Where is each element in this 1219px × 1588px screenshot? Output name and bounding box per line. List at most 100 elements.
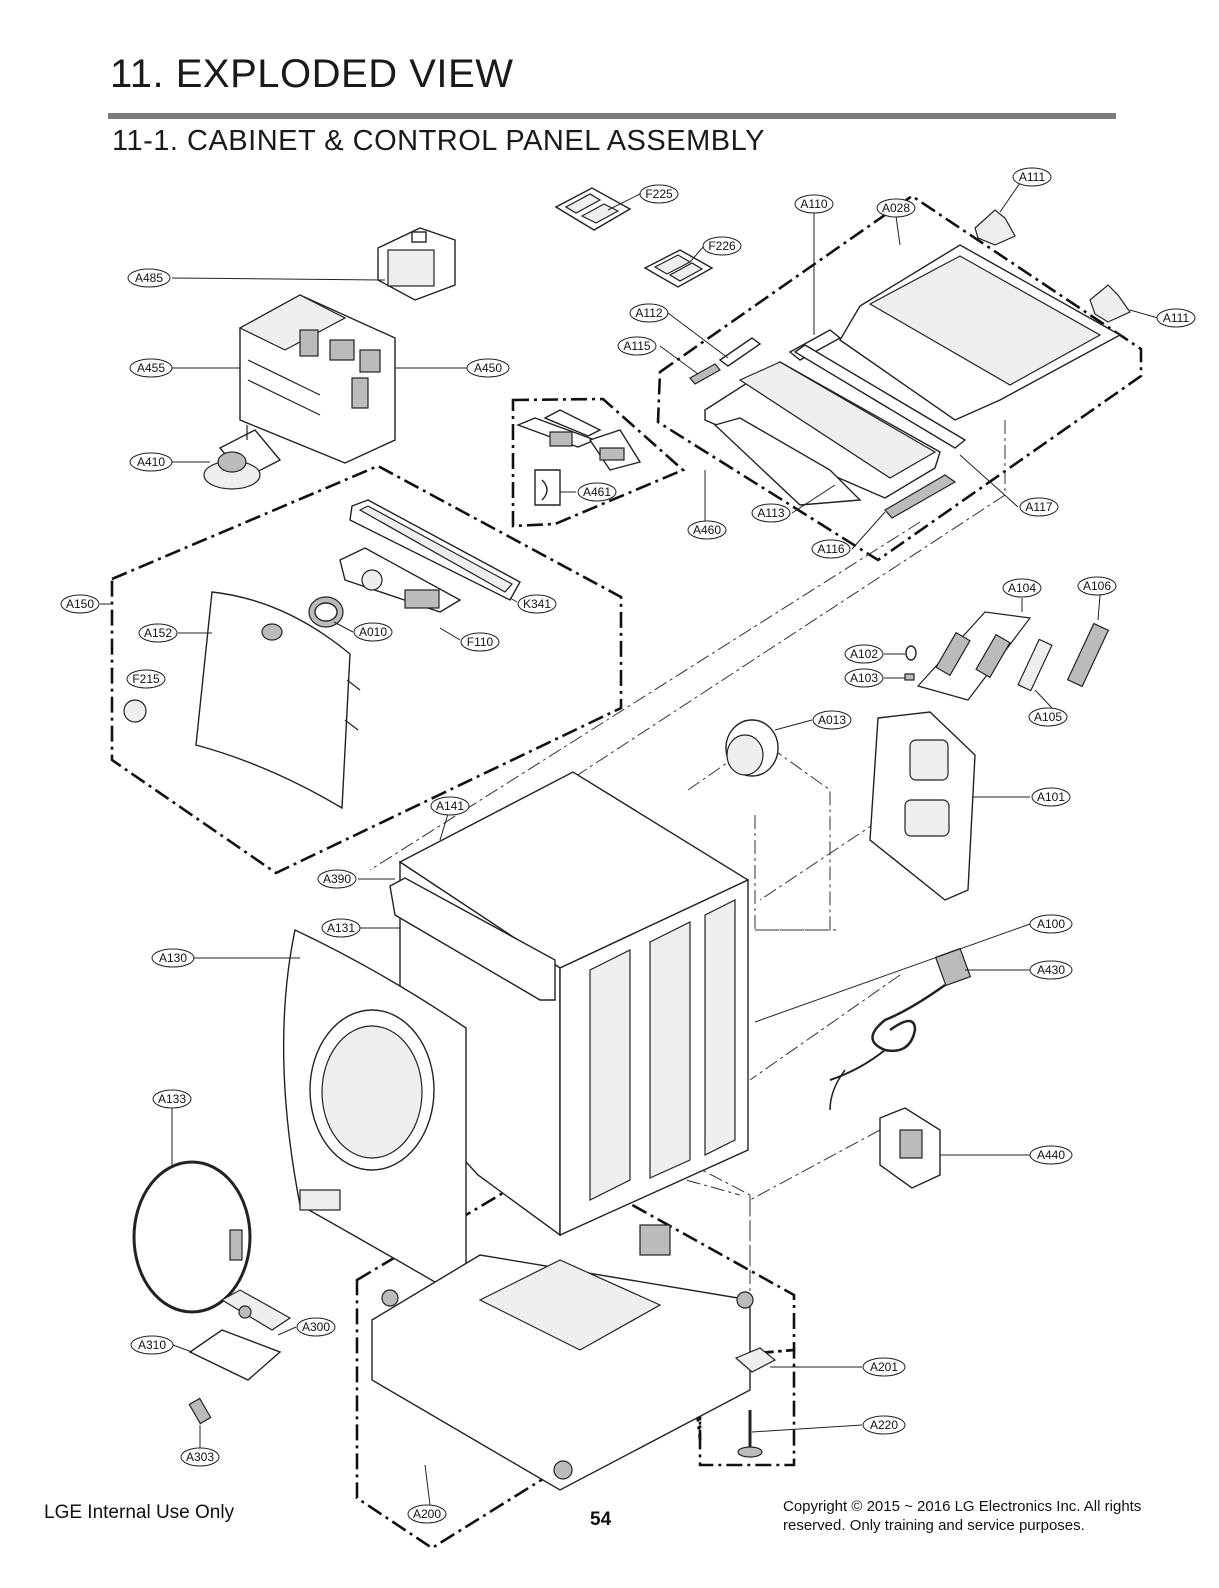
callout-a115: A115 xyxy=(617,336,657,356)
callout-a430: A430 xyxy=(1029,960,1073,980)
top-plate-a028 xyxy=(839,244,1122,421)
base-group-boundary xyxy=(355,1160,796,1550)
callout-a300: A300 xyxy=(296,1317,336,1337)
section-subtitle: 11-1. CABINET & CONTROL PANEL ASSEMBLY xyxy=(112,125,765,157)
callout-a102: A102 xyxy=(844,644,884,664)
callout-label: A101 xyxy=(1037,790,1065,804)
callout-label: A104 xyxy=(1008,581,1036,595)
callout-label: A440 xyxy=(1037,1148,1065,1162)
callout-a110: A110 xyxy=(794,194,834,214)
dispenser-housing-a113 xyxy=(704,361,941,506)
callout-label: A152 xyxy=(144,626,172,640)
callout-a013: A013 xyxy=(812,710,852,730)
callout-a101: A101 xyxy=(1031,787,1071,807)
copyright-line-2: reserved. Only training and service purp… xyxy=(783,1517,1085,1534)
guide-line xyxy=(569,494,1006,781)
callout-label: A200 xyxy=(413,1507,441,1521)
callout-label: A141 xyxy=(436,799,464,813)
callout-label: A310 xyxy=(138,1338,166,1352)
callout-a112: A112 xyxy=(629,303,669,323)
callout-label: A133 xyxy=(158,1092,186,1106)
callout-a450: A450 xyxy=(466,358,510,378)
callout-label: A117 xyxy=(1025,500,1052,514)
front-panel-a130 xyxy=(282,928,467,1302)
callout-a461: A461 xyxy=(577,482,617,502)
guide-line xyxy=(749,974,901,1081)
callout-a111-top: A111 xyxy=(1012,167,1052,187)
callout-label: A103 xyxy=(850,671,878,685)
control-pcb-f110 xyxy=(339,547,462,613)
knob-a010 xyxy=(308,596,344,628)
callout-label: A113 xyxy=(757,506,784,520)
callout-label: A112 xyxy=(635,306,662,320)
bracket-a115 xyxy=(689,363,721,385)
callout-a410: A410 xyxy=(129,452,173,472)
guide-line xyxy=(469,1119,741,1196)
callout-label: A460 xyxy=(693,523,721,537)
guide-line xyxy=(754,815,840,931)
callout-label: A102 xyxy=(850,647,878,661)
callout-label: A450 xyxy=(474,361,502,375)
module-a485 xyxy=(377,227,456,301)
fan-a013 xyxy=(725,719,779,777)
callout-a103: A103 xyxy=(844,668,884,688)
dispenser-cap-f226 xyxy=(643,249,714,288)
callout-a152: A152 xyxy=(138,623,178,643)
cap-f215 xyxy=(123,699,147,723)
callout-a200: A200 xyxy=(407,1504,447,1524)
cabinet-a100 xyxy=(398,771,750,1237)
title-rule xyxy=(108,113,1116,119)
callout-label: A130 xyxy=(159,951,187,965)
page-number: 54 xyxy=(590,1509,612,1530)
copyright-line-1: Copyright © 2015 ~ 2016 LG Electronics I… xyxy=(783,1498,1142,1515)
leveling-leg-a220 xyxy=(737,1410,763,1458)
bracket-a112 xyxy=(718,337,762,367)
callout-label: A201 xyxy=(870,1360,898,1374)
callout-label: A111 xyxy=(1019,170,1046,184)
callout-a150: A150 xyxy=(60,594,100,614)
callout-label: A110 xyxy=(800,197,827,211)
screw-a303 xyxy=(188,1397,212,1425)
callout-a460: A460 xyxy=(687,520,727,540)
callout-f110: F110 xyxy=(460,632,500,652)
callout-a104: A104 xyxy=(1002,578,1042,598)
clip-a103 xyxy=(904,673,915,681)
callout-a131: A131 xyxy=(321,918,361,938)
guide-line xyxy=(749,1129,881,1270)
guide-line xyxy=(369,521,921,871)
callout-label: A105 xyxy=(1034,710,1062,724)
power-cord-a430 xyxy=(829,947,972,1111)
callout-a106: A106 xyxy=(1077,576,1117,596)
callout-a220: A220 xyxy=(862,1415,906,1435)
callout-label: F110 xyxy=(467,635,494,649)
dispenser-cap-f225 xyxy=(554,187,632,231)
leader-lines xyxy=(100,182,1159,1506)
callout-label: K341 xyxy=(523,597,551,611)
callout-label: F215 xyxy=(132,672,160,686)
callout-label: A115 xyxy=(623,339,650,353)
guide-line xyxy=(759,819,881,901)
callout-a310: A310 xyxy=(130,1335,174,1355)
cover-a300 xyxy=(188,1289,292,1381)
callout-label: A455 xyxy=(137,361,165,375)
callout-label: A220 xyxy=(870,1418,898,1432)
callout-label: A116 xyxy=(817,542,844,556)
callout-label: A131 xyxy=(327,921,355,935)
callout-a440: A440 xyxy=(1029,1145,1073,1165)
callout-f226: F226 xyxy=(702,236,742,256)
callout-label: A013 xyxy=(818,713,846,727)
control-panel-k341 xyxy=(349,499,521,601)
callout-a390: A390 xyxy=(317,869,357,889)
top-plate-group-boundary xyxy=(656,194,1143,562)
callout-a116: A116 xyxy=(811,539,851,559)
callout-a133: A133 xyxy=(152,1089,192,1109)
ring-a133 xyxy=(132,1160,252,1314)
display-pcb-a460 xyxy=(516,409,642,471)
callout-a111-right: A111 xyxy=(1156,308,1196,328)
callout-label: A028 xyxy=(882,201,910,215)
hinge-a111-right xyxy=(1089,284,1131,323)
page-title: 11. EXPLODED VIEW xyxy=(110,52,514,96)
callout-label: A100 xyxy=(1037,917,1065,931)
bracket-a201 xyxy=(734,1347,777,1373)
